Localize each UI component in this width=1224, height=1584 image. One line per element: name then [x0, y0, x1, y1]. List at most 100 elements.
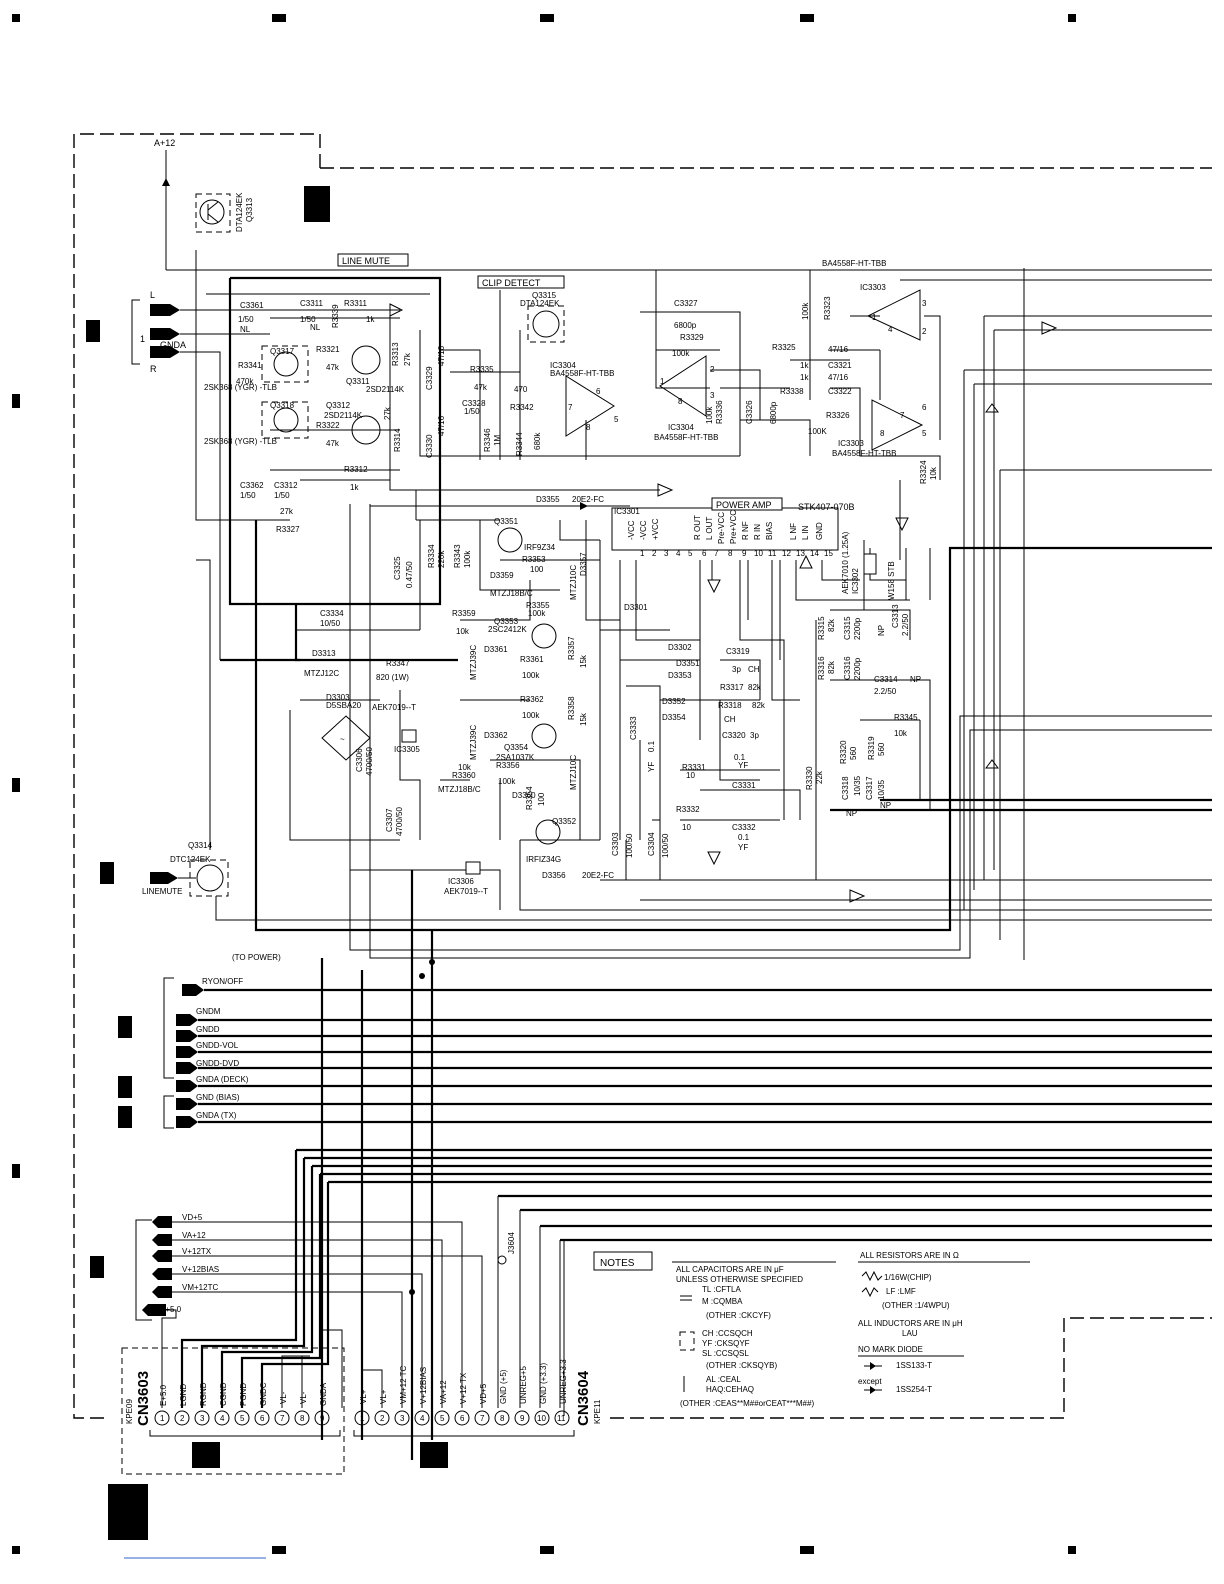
- q3315-ref: Q3315: [532, 291, 557, 300]
- cl-66: R3324: [919, 460, 928, 484]
- cl-38: C3328: [462, 399, 486, 408]
- pin-label-3: +VCC: [651, 518, 660, 540]
- cl-55: 47/16: [828, 345, 849, 354]
- svg-text:6: 6: [460, 1414, 465, 1423]
- pin-num-5: 5: [688, 549, 693, 558]
- pin-label-9: R IN: [753, 524, 762, 540]
- d3360-ref: D3360: [512, 791, 536, 800]
- sb-0: VD+5: [182, 1213, 203, 1222]
- q3317-ref: Q3317: [270, 347, 295, 356]
- cl-48: R3329: [680, 333, 704, 342]
- line-mute-label: LINE MUTE: [342, 256, 390, 266]
- q3313-part: DTA124EK: [235, 192, 244, 232]
- cl-98: C3306: [355, 748, 364, 772]
- q3351-ref: Q3351: [494, 517, 519, 526]
- cl-116: 100/50: [661, 833, 670, 858]
- pin-label-2: -VCC: [639, 520, 648, 540]
- cl-156: 560: [849, 746, 858, 760]
- clip-detect-label: CLIP DETECT: [482, 278, 541, 288]
- cl-4: 1/50: [300, 315, 316, 324]
- cl-75: 100: [530, 565, 544, 574]
- cn3603-connector: 1 2 3 4 5 6 7 8 9 E+5.0 LGND RGND CGND P…: [125, 1329, 343, 1437]
- d3359-ref: D3359: [490, 571, 514, 580]
- protection-ics: IC3305 AEK7019--T IC3306 AEK7019--T AEK7…: [372, 531, 877, 896]
- power-amp-label: POWER AMP: [716, 500, 772, 510]
- cl-115: C3304: [647, 832, 656, 856]
- q3354-ref: Q3354: [504, 743, 529, 752]
- svg-text:5: 5: [922, 429, 927, 438]
- cl-155: R3320: [839, 740, 848, 764]
- svg-text:3: 3: [710, 391, 715, 400]
- cl-80: R3347: [386, 659, 410, 668]
- cl-107: D3353: [668, 671, 692, 680]
- cl-145: 82k: [827, 660, 836, 674]
- cl-86: R3357: [567, 636, 576, 660]
- cl-34: R3327: [276, 525, 300, 534]
- svg-text:8: 8: [586, 423, 591, 432]
- svg-text:6: 6: [922, 403, 927, 412]
- cl-106: D3351: [676, 659, 700, 668]
- cl-90: R3358: [567, 696, 576, 720]
- d3356-ref: D3356: [542, 871, 566, 880]
- linemute-section: Q3314 DTC124EK LINEMUTE (TO POWER): [142, 559, 1212, 962]
- pin-num-10: 10: [754, 549, 763, 558]
- ic3301-ref: IC3301: [614, 507, 640, 516]
- cl-57: 47/16: [828, 373, 849, 382]
- cl-49: 100k: [672, 349, 690, 358]
- ground-bus: RYON/OFF GNDM GNDD GNDD-VOL GNDD-DVD GND…: [163, 930, 1212, 1440]
- svg-text:2: 2: [710, 365, 715, 374]
- cl-148: C3314: [874, 675, 898, 684]
- cl-154: 22k: [815, 770, 824, 784]
- cl-54: C3321: [828, 361, 852, 370]
- cl-113: C3303: [611, 832, 620, 856]
- svg-text:1: 1: [872, 313, 877, 322]
- cl-112: YF: [647, 762, 656, 772]
- cl-157: R3319: [867, 736, 876, 760]
- ic3304-part-a: BA4558F-HT-TBB: [550, 369, 614, 378]
- pin-num-14: 14: [810, 549, 819, 558]
- cl-72: R3343: [453, 544, 462, 568]
- input-l-label: L: [150, 290, 155, 300]
- cl-127: C3319: [726, 647, 750, 656]
- gb-1: GNDM: [196, 1007, 221, 1016]
- d3313-ref: D3313: [312, 649, 336, 658]
- cl-79: 10/50: [320, 619, 341, 628]
- cl-153: R3330: [805, 766, 814, 790]
- q3354-part: 2SA1037K: [496, 753, 535, 762]
- cl-130: R3317: [720, 683, 744, 692]
- sb-5: E+5.0: [160, 1305, 182, 1314]
- svg-text:6: 6: [596, 387, 601, 396]
- input-r-label: R: [150, 364, 157, 374]
- notes-other1: (OTHER :CKCYF): [706, 1311, 771, 1320]
- d3363-part: MTZJ39C: [469, 645, 478, 680]
- cl-114: 100/50: [625, 833, 634, 858]
- pin-num-4: 4: [676, 549, 681, 558]
- cl-50: R3325: [772, 343, 796, 352]
- registration-marks: [12, 14, 1076, 1559]
- cn3603-pin-3: RGND: [199, 1382, 208, 1406]
- cl-68: C3325: [393, 556, 402, 580]
- output-transistors: Q3351 IRF9Z34 Q3353 2SC2412K Q3354 2SA10…: [488, 517, 577, 864]
- cl-121: YF: [738, 761, 748, 770]
- q3318-ref: Q3318: [270, 401, 295, 410]
- cl-33: 1k: [350, 483, 359, 492]
- d3359-part: MTZJ18B/C: [490, 589, 533, 598]
- svg-text:8: 8: [678, 397, 683, 406]
- cn3603-ref: CN3603: [135, 1371, 152, 1426]
- cn3603-pin-2: LGND: [179, 1384, 188, 1406]
- cn3604-pin-10: GND (+3.3): [539, 1363, 548, 1404]
- cl-96: R3354: [525, 786, 534, 810]
- pin-label-6: Pre-VCC: [717, 512, 726, 544]
- cl-76: R3355: [526, 601, 550, 610]
- ic3304-ref-a: IC3304: [550, 361, 576, 370]
- q3318-part: 2SK368 (YGR) -TLB: [204, 437, 277, 446]
- cl-31: 1/50: [274, 491, 290, 500]
- cl-52: R3323: [823, 296, 832, 320]
- cl-41: R3346: [483, 428, 492, 452]
- svg-text:4: 4: [888, 325, 893, 334]
- cl-141: C3313: [891, 604, 900, 628]
- cl-1: 1/50: [238, 315, 254, 324]
- component-labels: C3361 1/50 NL C3311 1/50 NL R3311 1k R33…: [236, 296, 938, 858]
- q3311-part: 2SD2114K: [366, 385, 405, 394]
- d3364-part: MTZJ39C: [469, 725, 478, 760]
